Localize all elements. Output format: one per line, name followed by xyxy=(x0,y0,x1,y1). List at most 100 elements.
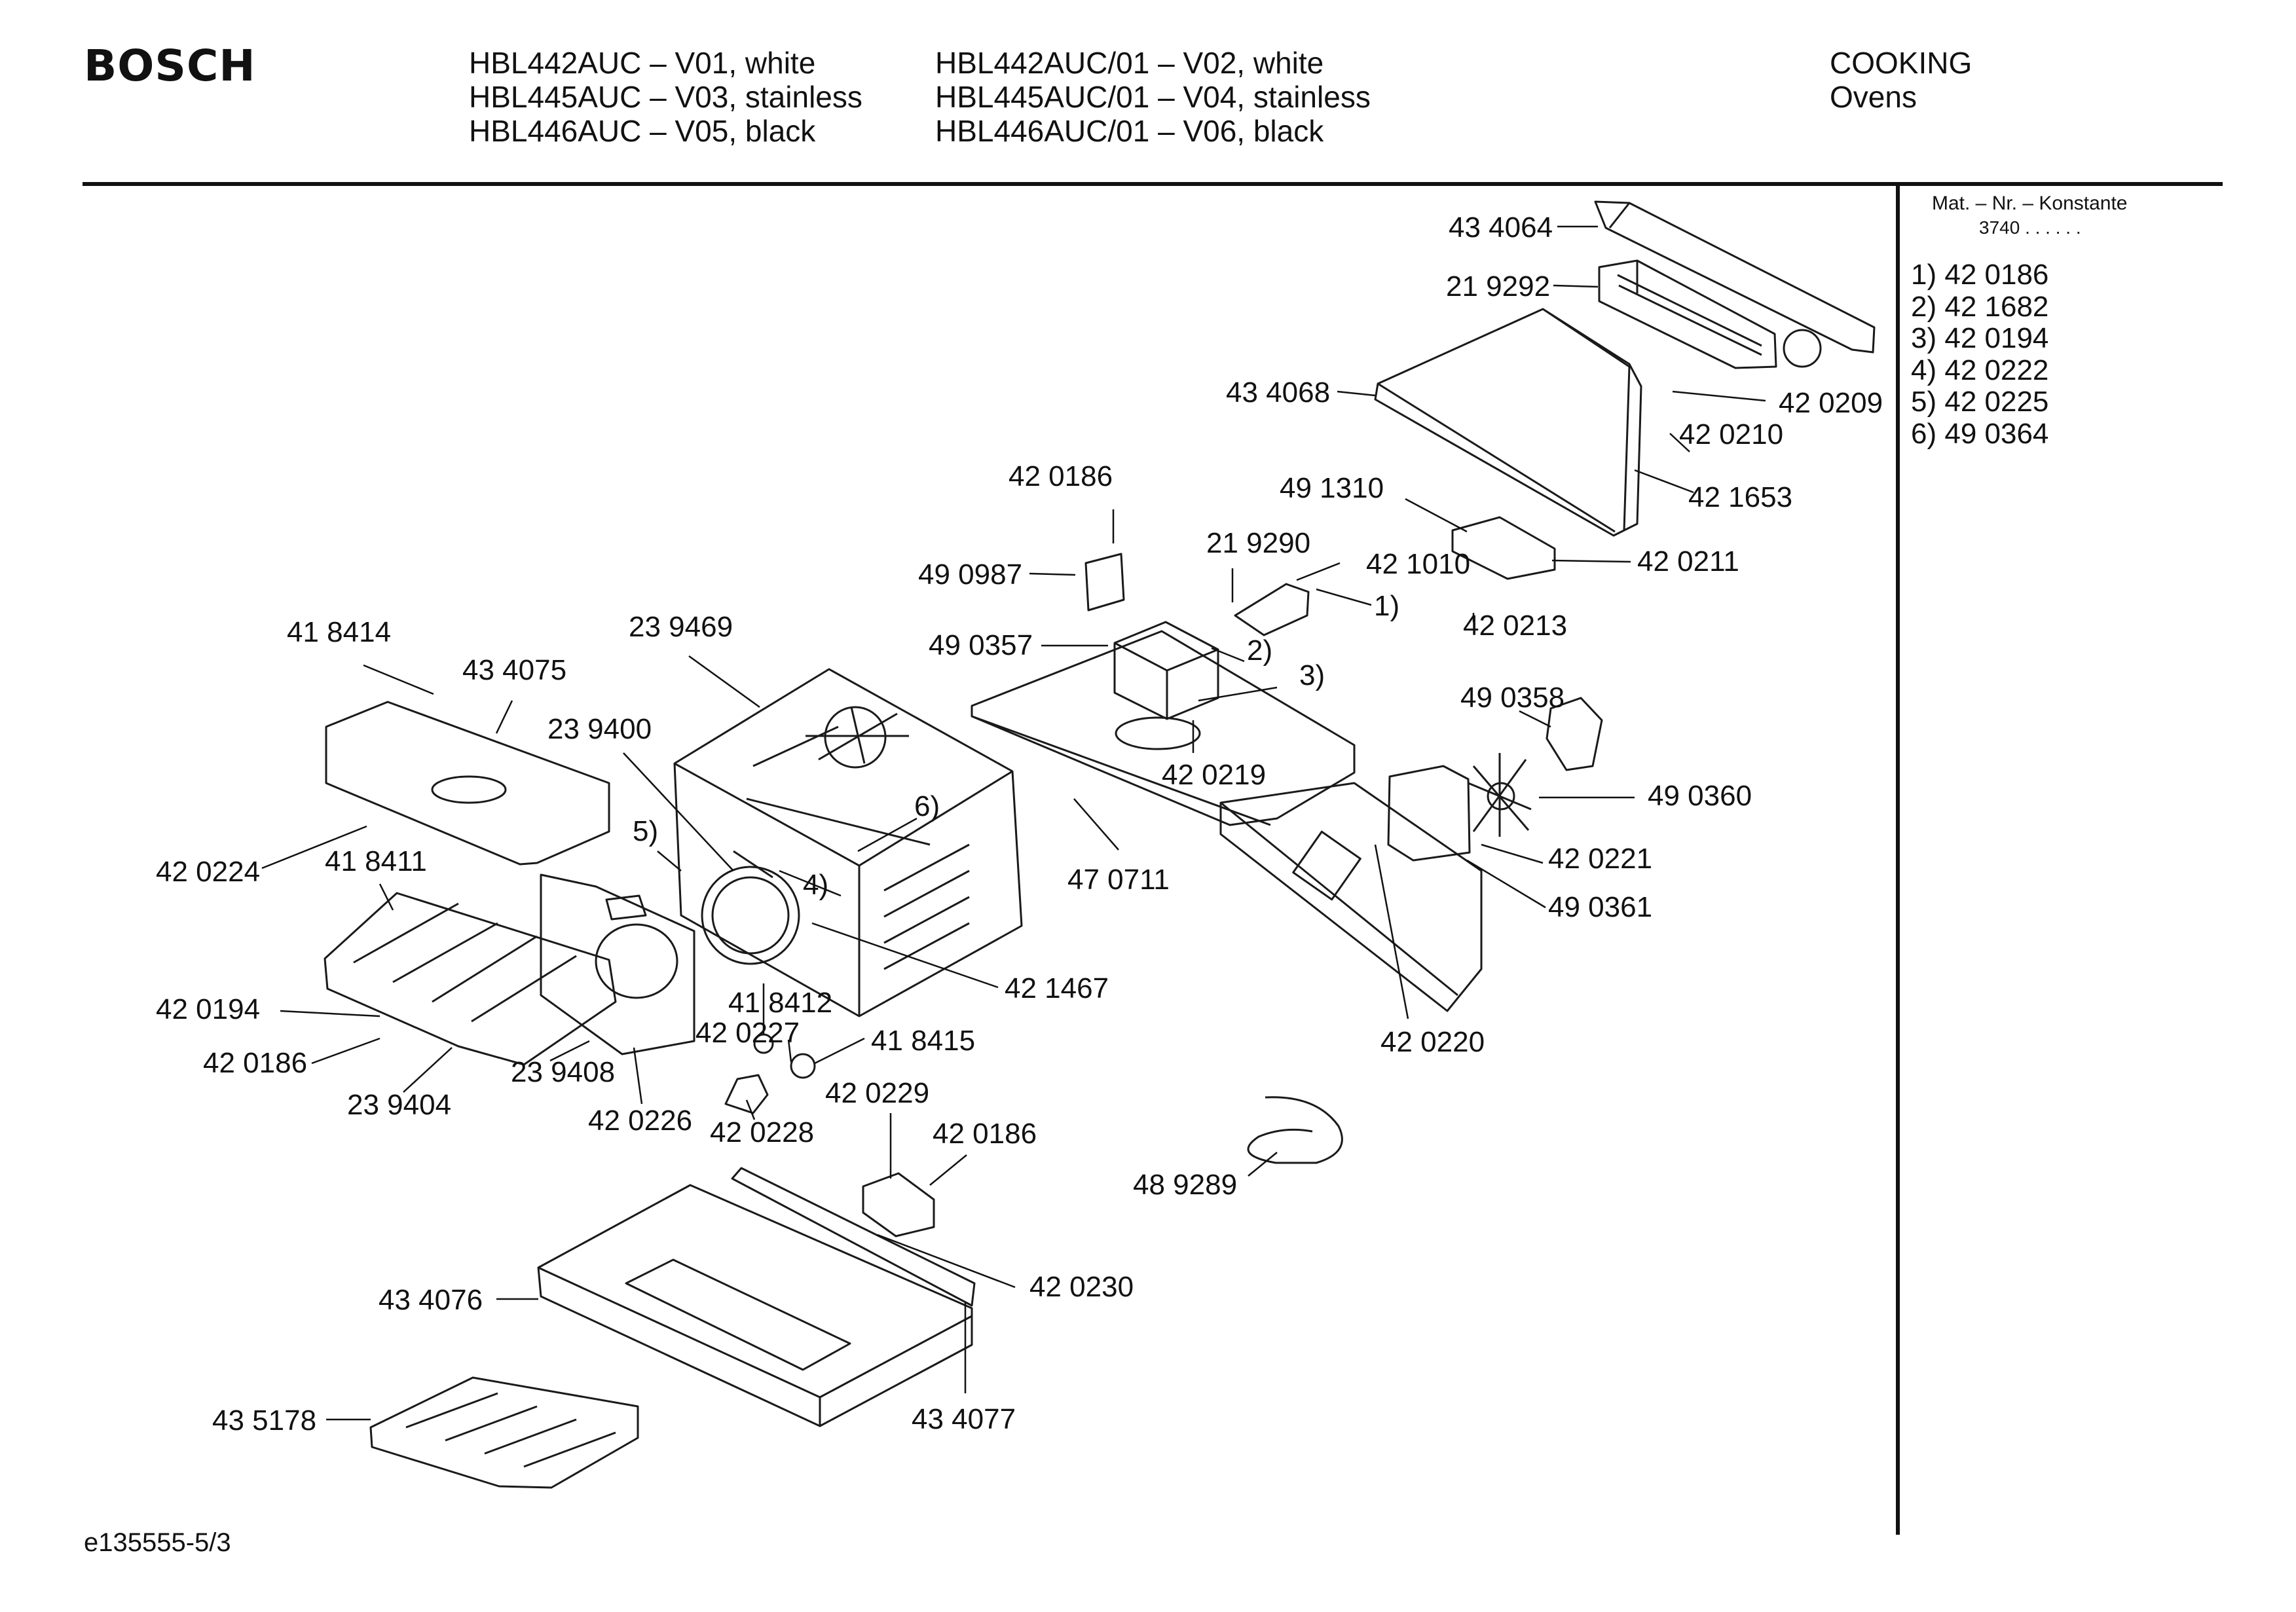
part-label: 43 4076 xyxy=(379,1284,483,1316)
leader-line xyxy=(779,870,842,897)
legend-list: 1) 42 0186 2) 42 1682 3) 42 0194 4) 42 0… xyxy=(1911,259,2048,450)
baffle-plate-part xyxy=(325,701,610,866)
leader-line xyxy=(633,1047,643,1105)
leader-line xyxy=(379,883,394,911)
leader-line xyxy=(657,851,682,871)
leader-line xyxy=(311,1037,380,1065)
heater-panel-ring xyxy=(595,923,678,999)
subcategory-label: Ovens xyxy=(1830,80,1917,114)
leader-line xyxy=(811,922,999,989)
lamp-lens-part xyxy=(790,1053,816,1079)
oven-bottom-part xyxy=(537,1184,973,1427)
baffle-plate-opening xyxy=(431,775,507,804)
motor-shaft-part xyxy=(1234,583,1310,636)
part-label: 2) xyxy=(1247,634,1272,667)
cooling-fan-motor xyxy=(1783,329,1822,368)
leader-line xyxy=(1672,390,1766,402)
model-list-left: HBL442AUC – V01, white HBL445AUC – V03, … xyxy=(469,46,862,148)
part-label: 42 0186 xyxy=(933,1118,1037,1150)
leader-line xyxy=(623,752,734,871)
legend-item: 6) 49 0364 xyxy=(1911,417,2049,450)
part-label: 49 0360 xyxy=(1648,780,1752,812)
model-line: HBL446AUC/01 – V06, black xyxy=(935,114,1324,148)
part-label: 43 5178 xyxy=(212,1404,316,1437)
leader-line xyxy=(1551,559,1631,563)
part-label: 48 9289 xyxy=(1133,1169,1237,1201)
cavity-vent-slots xyxy=(733,725,970,970)
leader-line xyxy=(1405,498,1468,533)
leader-lines xyxy=(261,225,1766,1421)
legend-item: 4) 42 0222 xyxy=(1911,354,2049,386)
part-label: 49 0987 xyxy=(918,559,1022,591)
leader-line xyxy=(1029,572,1076,576)
bake-element-part xyxy=(369,1376,639,1489)
sidebar-divider xyxy=(1896,186,1900,1535)
part-label: 42 0226 xyxy=(588,1105,692,1137)
part-label: 41 8412 xyxy=(728,987,832,1019)
part-label: 23 9400 xyxy=(547,713,652,745)
part-label: 42 0220 xyxy=(1380,1026,1485,1058)
sidebar-subtitle: 3740 . . . . . . xyxy=(1979,217,2081,238)
leader-line xyxy=(929,1154,967,1186)
part-label: 23 9404 xyxy=(347,1089,451,1121)
trim-strip-part xyxy=(605,894,647,921)
top-bracket-part xyxy=(1594,200,1876,354)
part-label: 5) xyxy=(633,815,658,847)
fan-shroud-part xyxy=(1387,765,1471,862)
leader-line xyxy=(1466,859,1546,909)
legend-item: 3) 42 0194 xyxy=(1911,322,2049,354)
part-illustrations xyxy=(324,200,1876,1489)
part-label: 42 0230 xyxy=(1029,1271,1134,1303)
leader-line xyxy=(688,655,760,708)
part-label: 6) xyxy=(914,790,940,822)
sensor-wire-part xyxy=(1247,1096,1343,1164)
leader-line xyxy=(857,817,917,852)
broil-element-part xyxy=(324,892,617,1066)
model-line: HBL442AUC – V01, white xyxy=(469,46,816,80)
drawing-code: e135555-5/3 xyxy=(84,1528,231,1557)
legend-item: 5) 42 0225 xyxy=(1911,386,2049,418)
oven-bottom-window xyxy=(625,1258,851,1371)
leader-line xyxy=(787,1039,792,1063)
rear-panel-window xyxy=(1292,830,1361,901)
leader-line xyxy=(1337,390,1376,397)
part-label: 42 0229 xyxy=(825,1077,929,1109)
heater-panel-part xyxy=(540,873,695,1055)
part-label: 42 0221 xyxy=(1548,843,1652,875)
part-label: 49 0357 xyxy=(929,629,1033,661)
part-label: 42 0186 xyxy=(1009,460,1113,492)
leader-line xyxy=(814,1037,865,1065)
part-label: 42 0186 xyxy=(203,1047,307,1079)
top-plate-opening xyxy=(1115,716,1201,750)
part-label: 42 0194 xyxy=(156,993,260,1025)
bottom-rail-part xyxy=(731,1167,976,1307)
part-label: 41 8414 xyxy=(287,616,391,648)
terminal-block-part xyxy=(1451,516,1556,580)
leader-line xyxy=(403,1047,453,1093)
convection-blade-part xyxy=(1468,753,1532,837)
lamp-holder-part xyxy=(724,1074,769,1114)
part-label: 42 1653 xyxy=(1688,481,1792,513)
part-label: 42 0224 xyxy=(156,856,260,888)
duct-hood-part xyxy=(1374,308,1642,537)
leader-line xyxy=(1198,686,1278,702)
part-label: 49 1310 xyxy=(1280,472,1384,504)
part-label: 23 9469 xyxy=(629,611,733,643)
part-label: 41 8415 xyxy=(871,1025,975,1057)
control-box-part xyxy=(1113,621,1219,720)
part-label: 42 1467 xyxy=(1005,972,1109,1004)
part-label: 42 0211 xyxy=(1637,545,1739,577)
leader-line xyxy=(745,1099,756,1120)
header-rule xyxy=(83,182,2223,186)
leader-line xyxy=(1073,798,1119,851)
leader-line xyxy=(1248,1152,1278,1177)
leader-line xyxy=(1211,647,1245,663)
leader-line xyxy=(1296,562,1341,581)
part-label: 42 0227 xyxy=(695,1017,800,1049)
part-label: 43 4075 xyxy=(462,654,566,686)
leader-line xyxy=(1669,433,1690,452)
part-label: 43 4077 xyxy=(912,1403,1016,1435)
legend-item: 1) 42 0186 xyxy=(1911,259,2049,291)
leader-line xyxy=(363,664,434,695)
part-label: 42 1010 xyxy=(1366,548,1470,580)
